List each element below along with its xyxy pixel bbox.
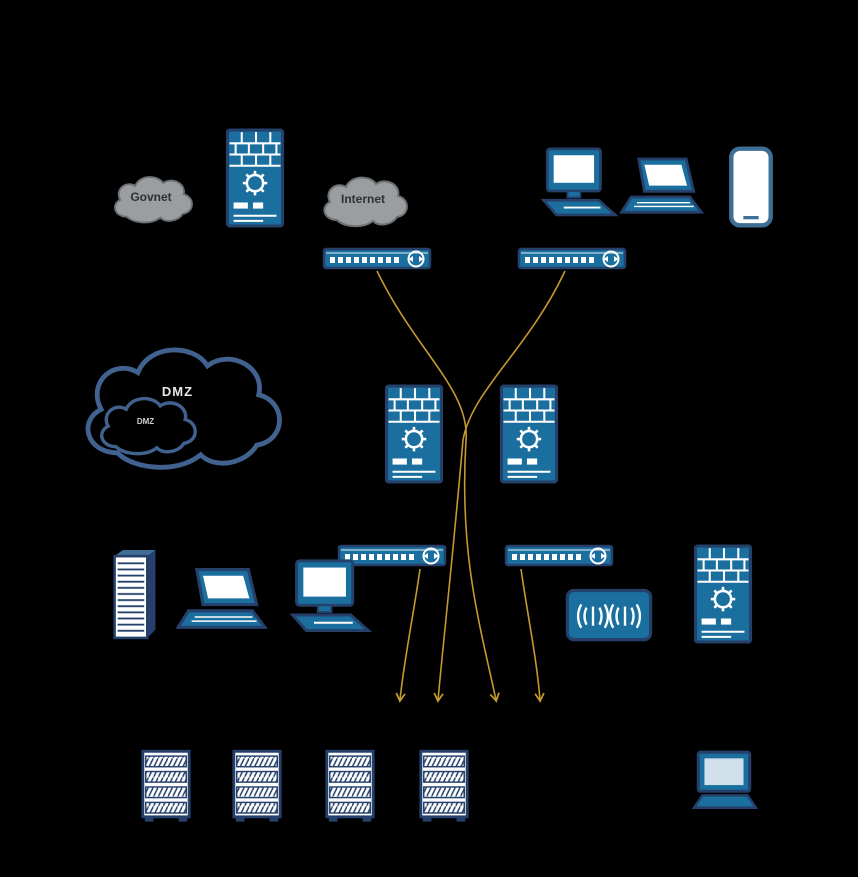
link-top-left-switch-to-servers: [376, 270, 500, 703]
switch-top-left: [322, 245, 432, 271]
laptop-icon: [172, 563, 270, 639]
firewall-mid-right: [498, 383, 560, 485]
server-tower-icon: [108, 548, 160, 642]
firewall-lan: [692, 543, 754, 645]
server-rack-2: [230, 748, 284, 824]
switch-mid-right: [504, 542, 614, 568]
firewall-icon: [498, 383, 560, 485]
desktop-computer-icon: [283, 558, 375, 642]
link-mid-left-switch-to-servers: [395, 568, 421, 703]
switch-icon: [504, 542, 614, 568]
server-rack-4: [417, 748, 471, 824]
laptop-lan: [172, 563, 270, 639]
server-rack-icon: [139, 748, 193, 824]
smartphone-icon: [728, 145, 774, 229]
internet-cloud: Internet: [313, 168, 413, 232]
firewall-mid-left: [383, 383, 445, 485]
wireless-access-point: [564, 582, 654, 646]
switch-icon: [322, 245, 432, 271]
govnet-cloud: Govnet: [103, 170, 199, 226]
cloud-icon: [313, 168, 413, 232]
desktop-computer-icon: [688, 750, 762, 814]
workstation-top: [534, 147, 622, 225]
firewall-icon: [224, 127, 286, 229]
laptop-icon: [616, 154, 706, 222]
desktop-lan: [283, 558, 375, 642]
server-rack-icon: [323, 748, 377, 824]
firewall-icon: [383, 383, 445, 485]
cloud-icon: [88, 390, 203, 458]
dmz-inner-cloud: DMZ: [88, 390, 203, 458]
server-rack-3: [323, 748, 377, 824]
switch-top-right: [517, 245, 627, 271]
server-rack-1: [139, 748, 193, 824]
firewall-icon: [692, 543, 754, 645]
laptop-top: [616, 154, 706, 222]
link-mid-right-switch-to-servers: [520, 568, 545, 703]
perimeter-firewall: [224, 127, 286, 229]
mobile-phone: [728, 145, 774, 229]
tower-server: [108, 548, 160, 642]
desktop-computer-icon: [534, 147, 622, 225]
management-desktop: [688, 750, 762, 814]
access-point-icon: [564, 582, 654, 646]
server-rack-icon: [417, 748, 471, 824]
switch-icon: [517, 245, 627, 271]
link-top-right-switch-to-servers: [433, 270, 566, 703]
cloud-icon: [103, 170, 199, 226]
server-rack-icon: [230, 748, 284, 824]
